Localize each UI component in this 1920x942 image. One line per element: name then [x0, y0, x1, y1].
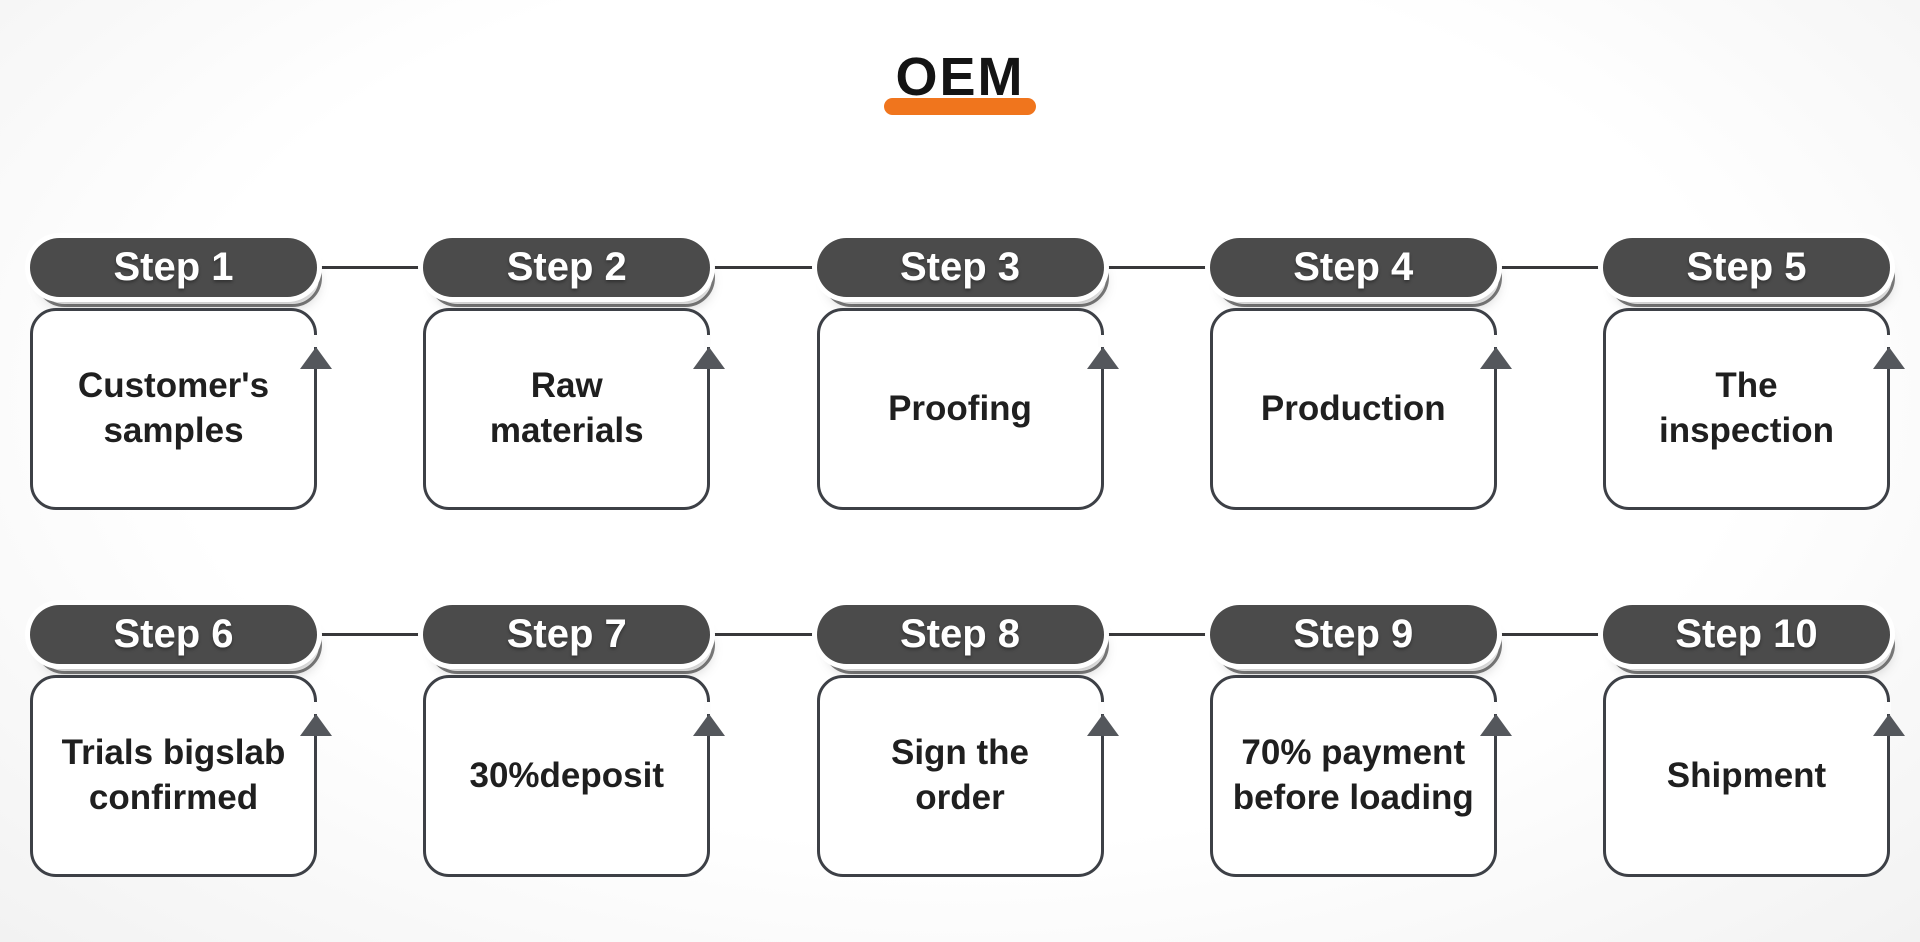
step-description: Proofing: [888, 388, 1032, 428]
up-arrow-icon: [1479, 714, 1512, 736]
step-pill: Step 9: [1209, 605, 1497, 664]
step-card: Step 5 The inspection: [1603, 238, 1905, 510]
step-pill-label: Step 3: [899, 245, 1021, 289]
step-description: The inspection: [1658, 366, 1835, 450]
step-pill: Step 5: [1603, 238, 1890, 297]
up-arrow-icon: [300, 714, 332, 736]
process-row-2: Step 6 Trials bigslab confirmed Step 7 3…: [30, 605, 1905, 877]
title-area: OEM: [0, 47, 1920, 116]
arrow-border-gap: [1097, 335, 1105, 347]
step-description: 70% payment before loading: [1232, 733, 1474, 817]
step-box: 30%deposit: [423, 675, 726, 877]
step-description: Sign the order: [890, 733, 1030, 817]
arrow-border-gap: [704, 335, 712, 347]
step-box: Production: [1209, 308, 1512, 510]
step-description: Trials bigslab confirmed: [61, 733, 286, 817]
step-connector-line: [1496, 633, 1603, 636]
up-arrow-icon: [693, 347, 726, 369]
step-pill-label: Step 10: [1675, 612, 1818, 656]
step-card: Step 10 Shipment: [1603, 605, 1905, 877]
arrow-border-gap: [311, 335, 318, 347]
arrow-border-gap: [1097, 702, 1105, 714]
step-box: Proofing: [816, 308, 1119, 510]
step-card: Step 9 70% payment before loading: [1209, 605, 1512, 877]
step-pill-label: Step 9: [1293, 612, 1414, 656]
step-connector-line: [1496, 266, 1603, 269]
arrow-border-gap: [311, 702, 318, 714]
title-underline: [883, 98, 1037, 116]
up-arrow-icon: [1873, 714, 1905, 736]
step-connector-line: [710, 633, 817, 636]
step-box: 70% payment before loading: [1209, 675, 1512, 877]
step-pill: Step 1: [30, 238, 317, 297]
step-description: Customer's samples: [77, 366, 270, 450]
step-connector-line: [317, 633, 424, 636]
up-arrow-icon: [1086, 714, 1119, 736]
step-pill-label: Step 1: [113, 245, 234, 289]
step-box: Sign the order: [816, 675, 1119, 877]
up-arrow-icon: [693, 714, 726, 736]
step-card: Step 3 Proofing: [816, 238, 1119, 510]
step-box: Customer's samples: [30, 308, 332, 510]
step-box: Raw materials: [423, 308, 726, 510]
step-description: Shipment: [1666, 755, 1827, 795]
page-title: OEM: [883, 47, 1037, 116]
step-card: Step 1 Customer's samples: [30, 238, 332, 510]
step-box: Shipment: [1603, 675, 1905, 877]
step-card: Step 7 30%deposit: [423, 605, 726, 877]
step-pill-label: Step 2: [506, 245, 627, 289]
step-pill-label: Step 7: [506, 612, 627, 656]
step-pill-label: Step 6: [113, 612, 234, 656]
step-pill: Step 8: [816, 605, 1104, 664]
up-arrow-icon: [1479, 347, 1512, 369]
step-pill: Step 6: [30, 605, 317, 664]
step-pill-label: Step 5: [1686, 245, 1807, 289]
arrow-border-gap: [1490, 335, 1498, 347]
step-pill: Step 10: [1603, 605, 1890, 664]
step-card: Step 8 Sign the order: [816, 605, 1119, 877]
up-arrow-icon: [1873, 347, 1905, 369]
step-card: Step 2 Raw materials: [423, 238, 726, 510]
arrow-border-gap: [704, 702, 712, 714]
step-pill-label: Step 8: [899, 612, 1021, 656]
step-connector-line: [317, 266, 424, 269]
step-pill: Step 3: [816, 238, 1104, 297]
step-pill: Step 4: [1209, 238, 1497, 297]
step-pill: Step 2: [423, 238, 711, 297]
step-card: Step 4 Production: [1209, 238, 1512, 510]
arrow-border-gap: [1884, 702, 1891, 714]
step-pill-label: Step 4: [1293, 245, 1414, 289]
step-description: 30%deposit: [469, 755, 665, 795]
up-arrow-icon: [1086, 347, 1119, 369]
step-card: Step 6 Trials bigslab confirmed: [30, 605, 332, 877]
step-connector-line: [1103, 266, 1210, 269]
process-row-1: Step 1 Customer's samples Step 2 Raw mat…: [30, 238, 1905, 510]
step-description: Raw materials: [489, 366, 644, 450]
step-box: Trials bigslab confirmed: [30, 675, 332, 877]
step-box: The inspection: [1603, 308, 1905, 510]
up-arrow-icon: [300, 347, 332, 369]
step-pill: Step 7: [423, 605, 711, 664]
step-connector-line: [710, 266, 817, 269]
arrow-border-gap: [1490, 702, 1498, 714]
step-description: Production: [1260, 388, 1446, 428]
arrow-border-gap: [1884, 335, 1891, 347]
step-connector-line: [1103, 633, 1210, 636]
